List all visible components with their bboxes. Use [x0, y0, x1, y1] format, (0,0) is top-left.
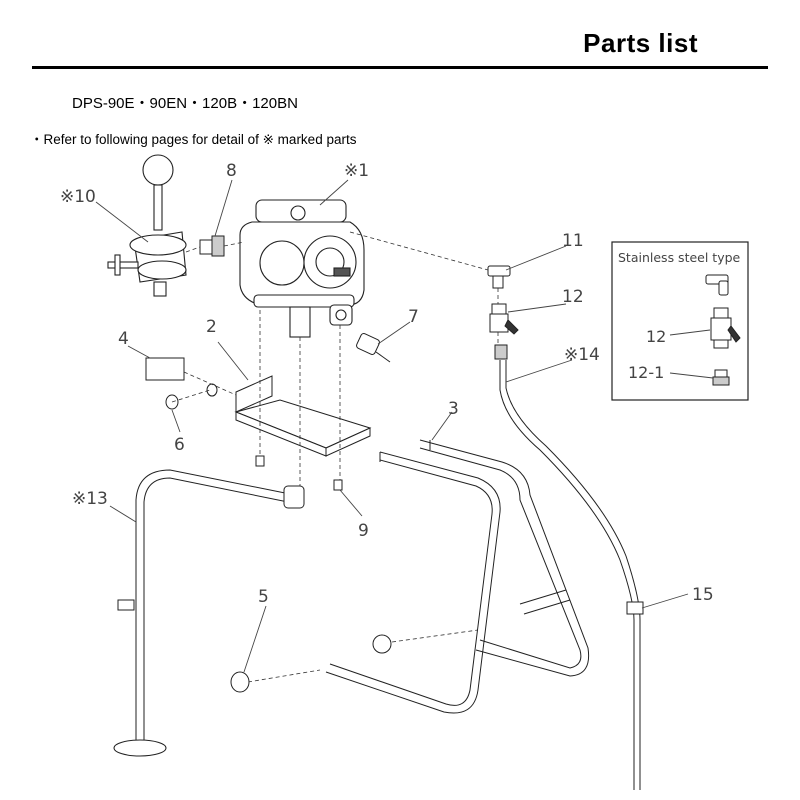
callout-9: 9 [358, 521, 369, 541]
inset-ball-valve [710, 307, 741, 349]
name-plate-4 [145, 357, 185, 381]
page-title: Parts list [583, 28, 698, 58]
diaphragm-pump [239, 199, 365, 338]
callout-4: 4 [118, 329, 129, 349]
callout-13: ※13 [72, 489, 108, 509]
hose-sleeve-15 [626, 601, 644, 615]
inset-nipple [712, 369, 730, 386]
callout-2: 2 [206, 317, 217, 337]
inset-title: Stainless steel type [618, 250, 741, 265]
callout-15: 15 [692, 585, 714, 605]
callout-labels: ※1 2 3 4 5 6 7 8 9 ※10 11 12 ※13 ※14 15 [60, 161, 714, 607]
callout-7: 7 [408, 307, 419, 327]
callout-12: 12 [562, 287, 584, 307]
title-rule [32, 66, 768, 69]
hose-14-outline [505, 360, 641, 790]
nipple-8 [199, 235, 225, 257]
inset-elbow-fitting [705, 274, 729, 296]
mounting-bracket [234, 375, 372, 457]
callout-10: ※10 [60, 187, 96, 207]
handle-elbow [283, 485, 305, 509]
stainless-inset-box: Stainless steel type 12 12-1 [611, 241, 749, 401]
callout-8: 8 [226, 161, 237, 181]
reference-note: ・Refer to following pages for detail of … [30, 132, 357, 147]
pressure-regulator [107, 154, 187, 297]
callout-6: 6 [174, 435, 185, 455]
callout-5: 5 [258, 587, 269, 607]
callout-3: 3 [448, 399, 459, 419]
callout-11: 11 [562, 231, 584, 251]
inset-label-12: 12 [646, 327, 666, 346]
leader-lines [95, 179, 689, 673]
air-valve-7 [356, 333, 391, 363]
callout-14: ※14 [564, 345, 600, 365]
handle-pipe-13 [113, 469, 291, 757]
cart-frame-3 [325, 439, 590, 714]
bolts [165, 383, 343, 491]
outlet-fittings [487, 265, 519, 360]
inset-label-12-1: 12-1 [628, 363, 664, 382]
assembly-dash-lines [171, 231, 499, 683]
hose-14 [499, 360, 635, 790]
cart-wheels [230, 634, 392, 693]
model-list: DPS-90E・90EN・120B・120BN [72, 95, 298, 112]
callout-1: ※1 [344, 161, 369, 181]
